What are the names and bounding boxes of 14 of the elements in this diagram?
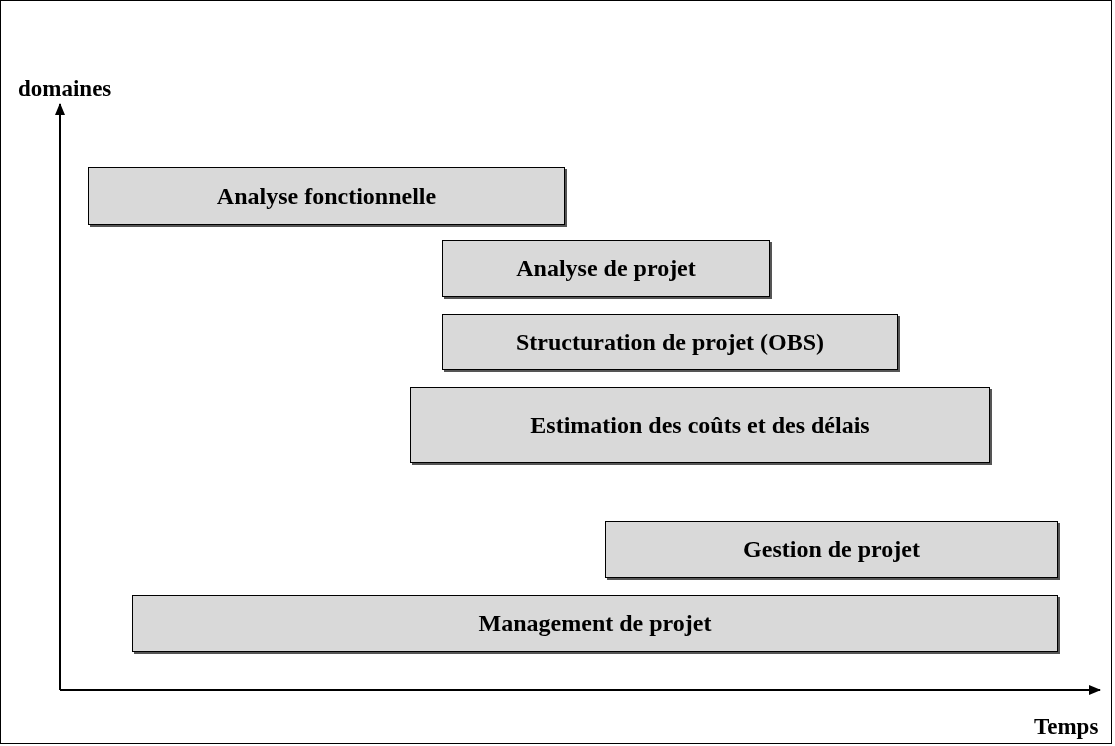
axis-label: domaines <box>18 76 112 102</box>
axis-label: Temps <box>1034 714 1099 740</box>
bar-box <box>442 314 898 370</box>
bar-box <box>132 595 1058 652</box>
bar-label: Structuration de projet (OBS) <box>515 328 825 356</box>
bar-label: Analyse fonctionnelle <box>216 182 437 210</box>
bar-box <box>88 167 565 225</box>
bar-box <box>605 521 1058 578</box>
bar-label: Analyse de projet <box>516 255 696 282</box>
bar-label: Gestion de projet <box>743 536 920 563</box>
bar-label: Estimation des coûts et des délais <box>530 411 870 439</box>
bar-box <box>442 240 770 297</box>
bar-box <box>410 387 990 463</box>
bar-label: Management de projet <box>478 610 712 637</box>
